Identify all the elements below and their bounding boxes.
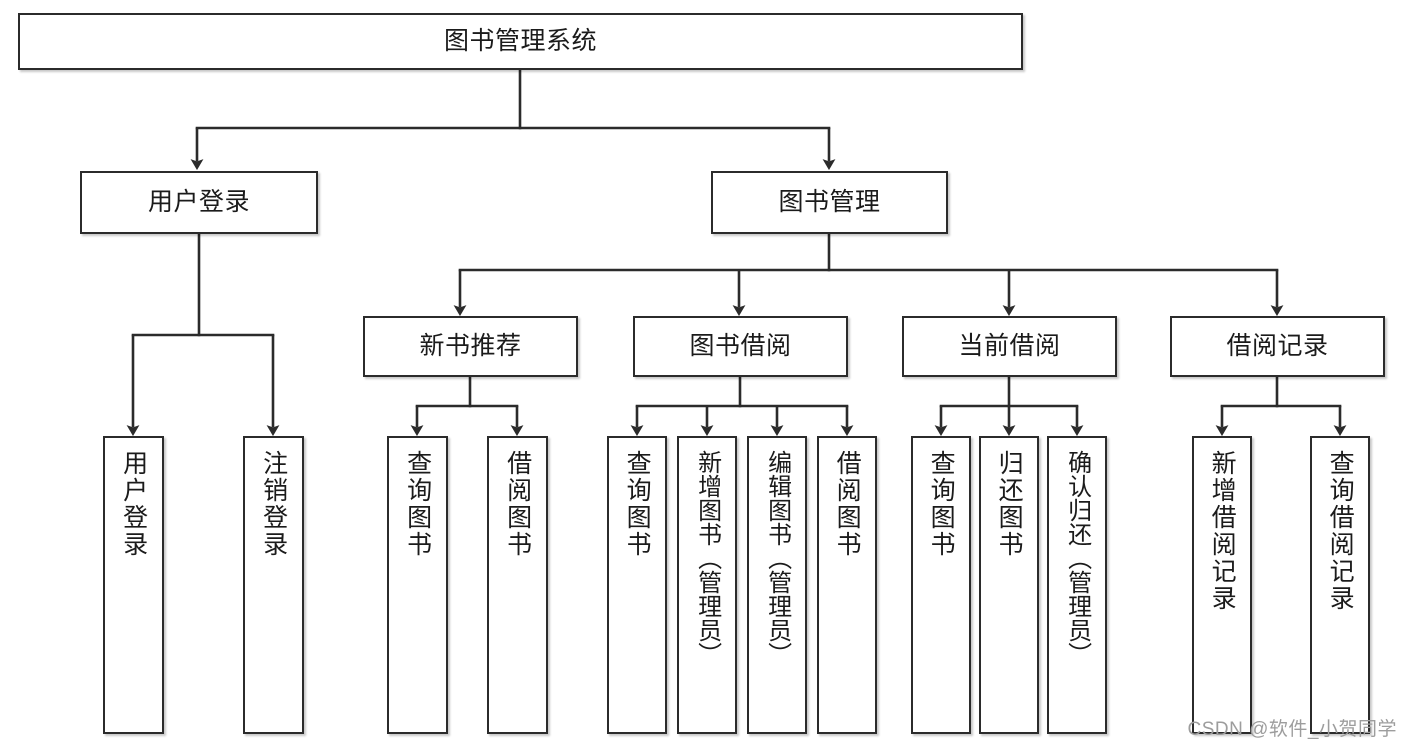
node-leaf-borrow-book-2[interactable]: 借阅图书 — [817, 436, 877, 734]
node-book-borrow[interactable]: 图书借阅 — [633, 316, 848, 377]
node-leaf-borrow-book-1-label: 借阅图书 — [503, 450, 532, 558]
node-leaf-return-book-label: 归还图书 — [995, 450, 1024, 558]
node-leaf-user-login-label: 用户登录 — [119, 450, 148, 558]
node-borrow-record[interactable]: 借阅记录 — [1170, 316, 1385, 377]
node-leaf-confirm-return-label: 确认归还（管理员） — [1063, 450, 1091, 666]
node-current-borrow-label: 当前借阅 — [958, 331, 1061, 360]
node-book-borrow-label: 图书借阅 — [689, 331, 792, 360]
node-user-login-label: 用户登录 — [147, 187, 250, 216]
watermark: CSDN @软件_小贺同学 — [1187, 719, 1397, 740]
node-book-manage-label: 图书管理 — [778, 187, 881, 216]
node-leaf-add-book[interactable]: 新增图书（管理员） — [677, 436, 737, 734]
node-leaf-user-logout[interactable]: 注销登录 — [243, 436, 304, 734]
node-leaf-add-borrow-record-label: 新增借阅记录 — [1208, 450, 1237, 612]
node-leaf-query-book-3-label: 查询图书 — [927, 450, 956, 558]
node-leaf-borrow-book-1[interactable]: 借阅图书 — [487, 436, 548, 734]
node-leaf-user-logout-label: 注销登录 — [259, 450, 288, 558]
node-leaf-return-book[interactable]: 归还图书 — [979, 436, 1039, 734]
node-leaf-add-book-label: 新增图书（管理员） — [693, 450, 721, 666]
node-leaf-query-book-3[interactable]: 查询图书 — [911, 436, 971, 734]
node-root[interactable]: 图书管理系统 — [18, 13, 1023, 70]
node-borrow-record-label: 借阅记录 — [1226, 331, 1329, 360]
node-leaf-user-login[interactable]: 用户登录 — [103, 436, 164, 734]
node-leaf-query-book-1-label: 查询图书 — [403, 450, 432, 558]
node-leaf-confirm-return[interactable]: 确认归还（管理员） — [1047, 436, 1107, 734]
node-leaf-edit-book-label: 编辑图书（管理员） — [763, 450, 791, 666]
node-leaf-edit-book[interactable]: 编辑图书（管理员） — [747, 436, 807, 734]
node-new-book-recommend-label: 新书推荐 — [419, 331, 522, 360]
node-user-login[interactable]: 用户登录 — [80, 171, 318, 234]
node-current-borrow[interactable]: 当前借阅 — [902, 316, 1117, 377]
node-root-label: 图书管理系统 — [443, 26, 597, 55]
node-leaf-query-book-2-label: 查询图书 — [623, 450, 652, 558]
node-new-book-recommend[interactable]: 新书推荐 — [363, 316, 578, 377]
node-leaf-borrow-book-2-label: 借阅图书 — [833, 450, 862, 558]
node-leaf-query-borrow-record[interactable]: 查询借阅记录 — [1310, 436, 1370, 734]
node-leaf-add-borrow-record[interactable]: 新增借阅记录 — [1192, 436, 1252, 734]
node-book-manage[interactable]: 图书管理 — [711, 171, 948, 234]
node-leaf-query-book-2[interactable]: 查询图书 — [607, 436, 667, 734]
node-leaf-query-book-1[interactable]: 查询图书 — [387, 436, 448, 734]
node-leaf-query-borrow-record-label: 查询借阅记录 — [1326, 450, 1355, 612]
